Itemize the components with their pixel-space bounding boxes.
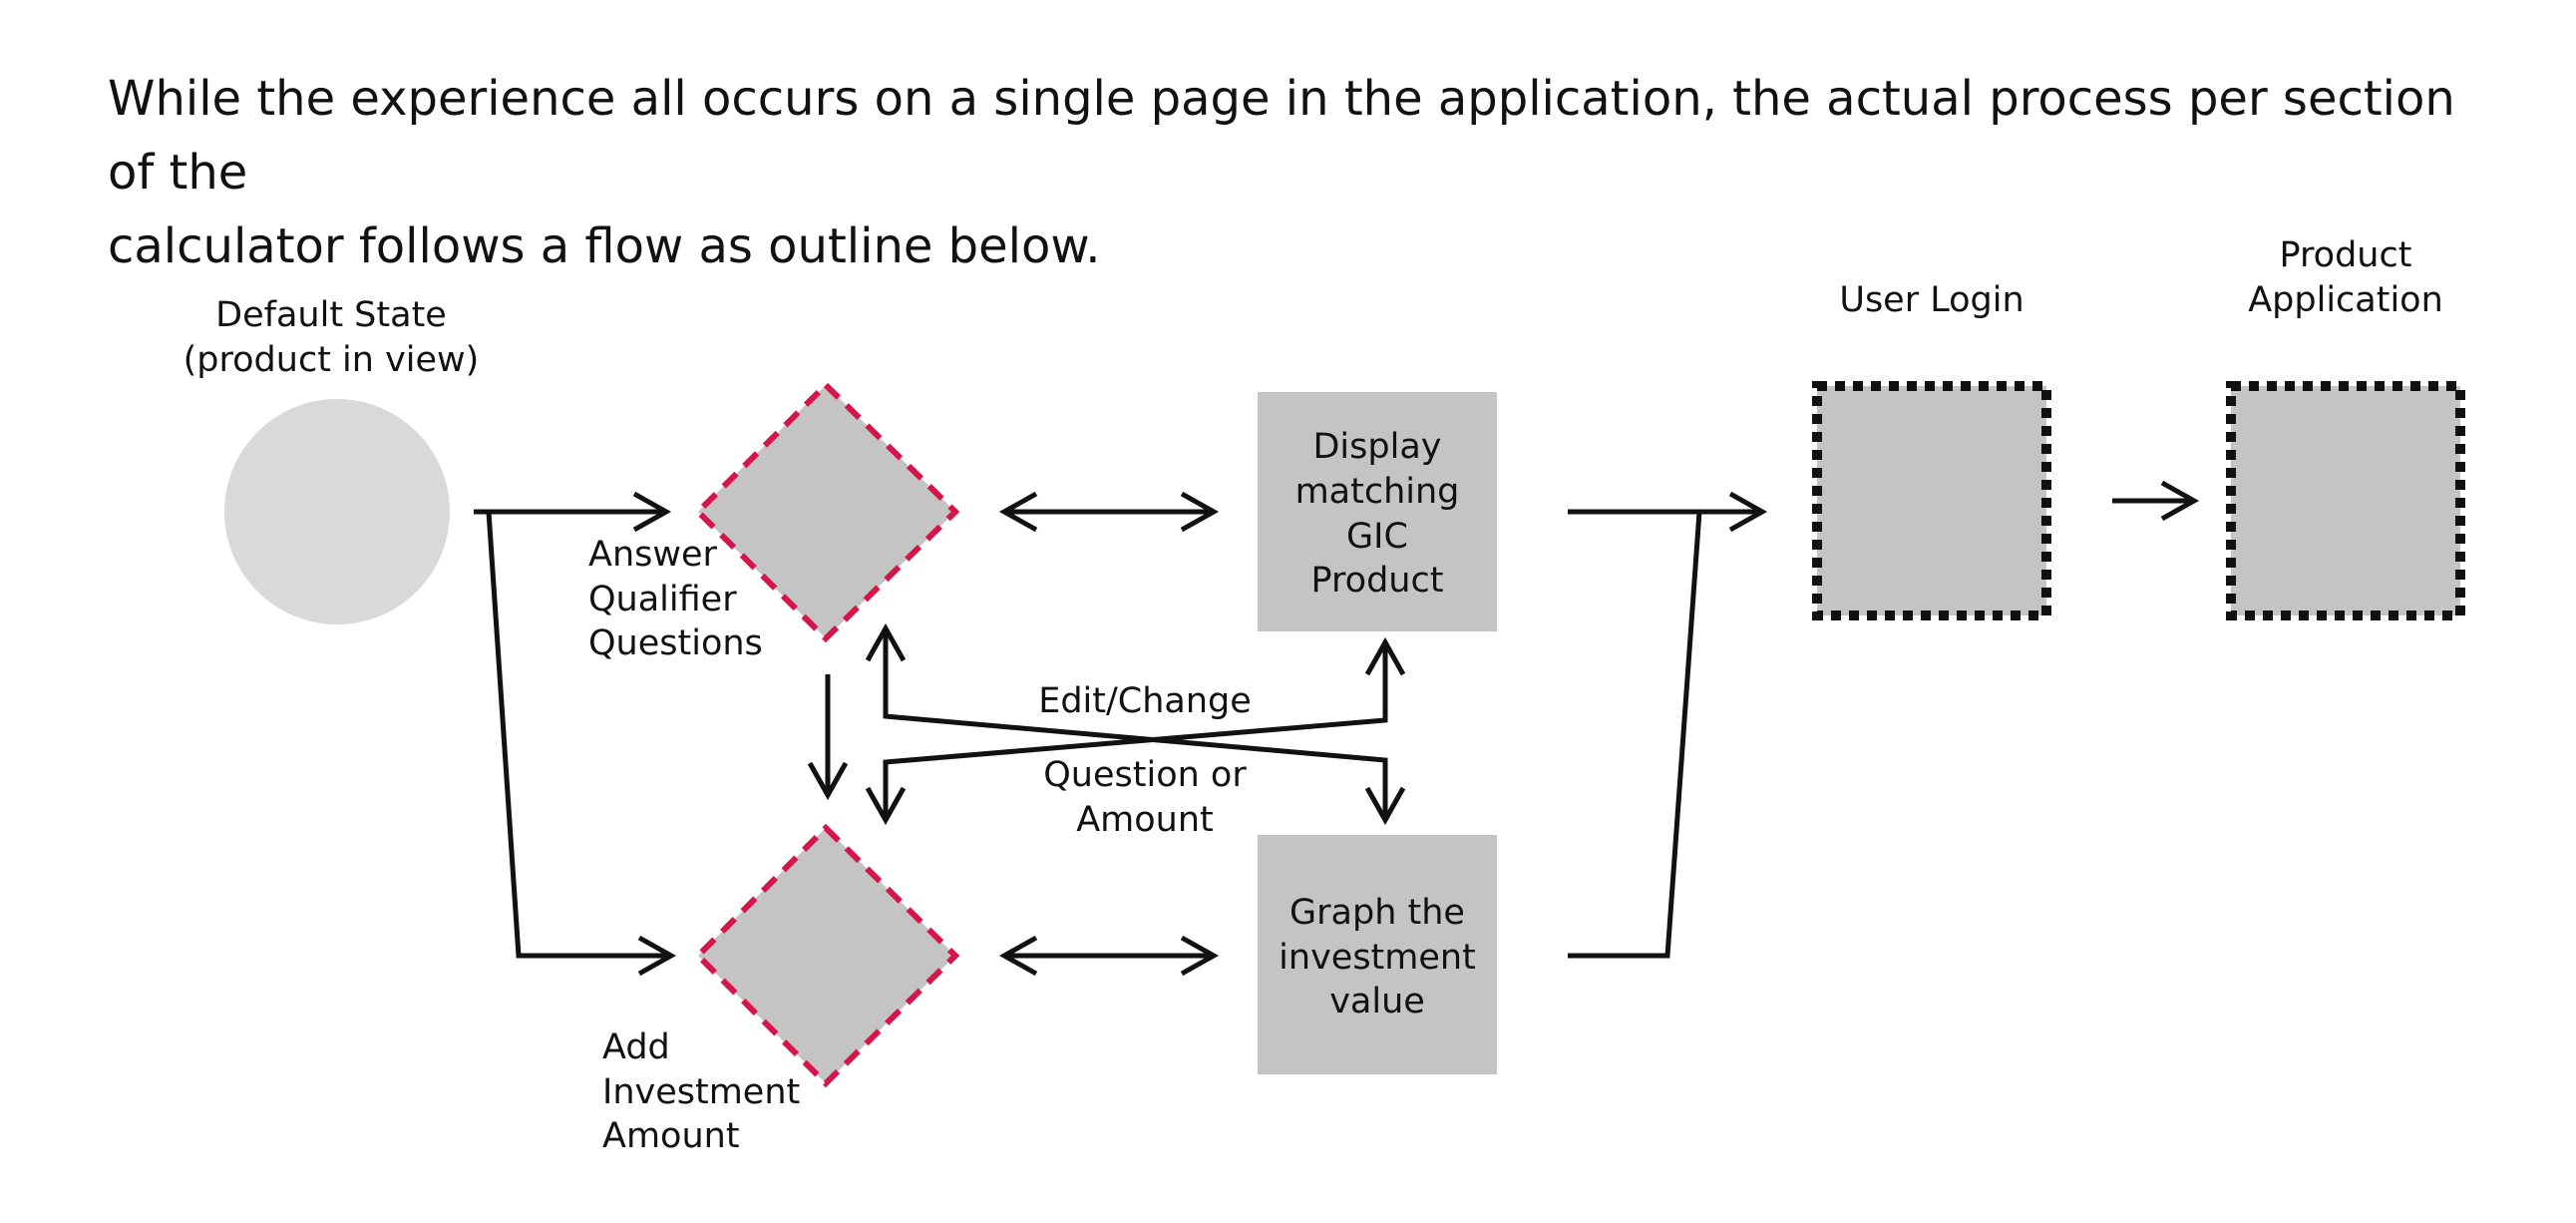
display-gic-label-4: Product (1311, 561, 1444, 601)
edit-change-label-3: Amount (1076, 800, 1214, 840)
user-login-node (1812, 381, 2051, 620)
intro-line-2: calculator follows a flow as outline bel… (108, 218, 1101, 274)
user-login-label: User Login (1839, 280, 2024, 320)
answer-qualifier-node (693, 380, 960, 643)
edit-change-label-1: Edit/Change (1038, 681, 1252, 721)
graph-value-label-3: value (1329, 982, 1425, 1021)
product-application-label-2: Application (2248, 280, 2443, 320)
intro-line-1: While the experience all occurs on a sin… (108, 71, 2455, 201)
answer-qualifier-label-3: Questions (588, 623, 763, 663)
default-state-label-1: Default State (215, 295, 447, 335)
answer-qualifier-label-1: Answer (588, 535, 718, 575)
intro-text: While the experience all occurs on a sin… (108, 62, 2481, 283)
add-investment-label-1: Add (602, 1027, 670, 1067)
add-investment-node (693, 823, 960, 1088)
graph-value-label-1: Graph the (1289, 893, 1465, 933)
answer-qualifier-label-2: Qualifier (588, 580, 737, 619)
add-investment-label-3: Amount (602, 1116, 740, 1156)
edit-change-label-2: Question or (1043, 755, 1247, 795)
add-investment-label-2: Investment (602, 1072, 800, 1112)
display-gic-label-3: GIC (1346, 517, 1408, 557)
edge-default-to-investment (486, 511, 677, 977)
graph-value-node (1258, 835, 1497, 1074)
graph-value-label-2: investment (1279, 938, 1476, 978)
display-gic-node (1258, 392, 1497, 631)
product-application-label-1: Product (2280, 235, 2412, 275)
edge-edit-investment-display (865, 636, 1406, 826)
edge-graph-to-login (1568, 511, 1702, 959)
default-state-label-2: (product in view) (184, 340, 480, 380)
display-gic-label-1: Display (1312, 427, 1441, 467)
product-application-node (2226, 381, 2465, 620)
default-state-node (224, 399, 450, 624)
display-gic-label-2: matching (1295, 472, 1460, 512)
